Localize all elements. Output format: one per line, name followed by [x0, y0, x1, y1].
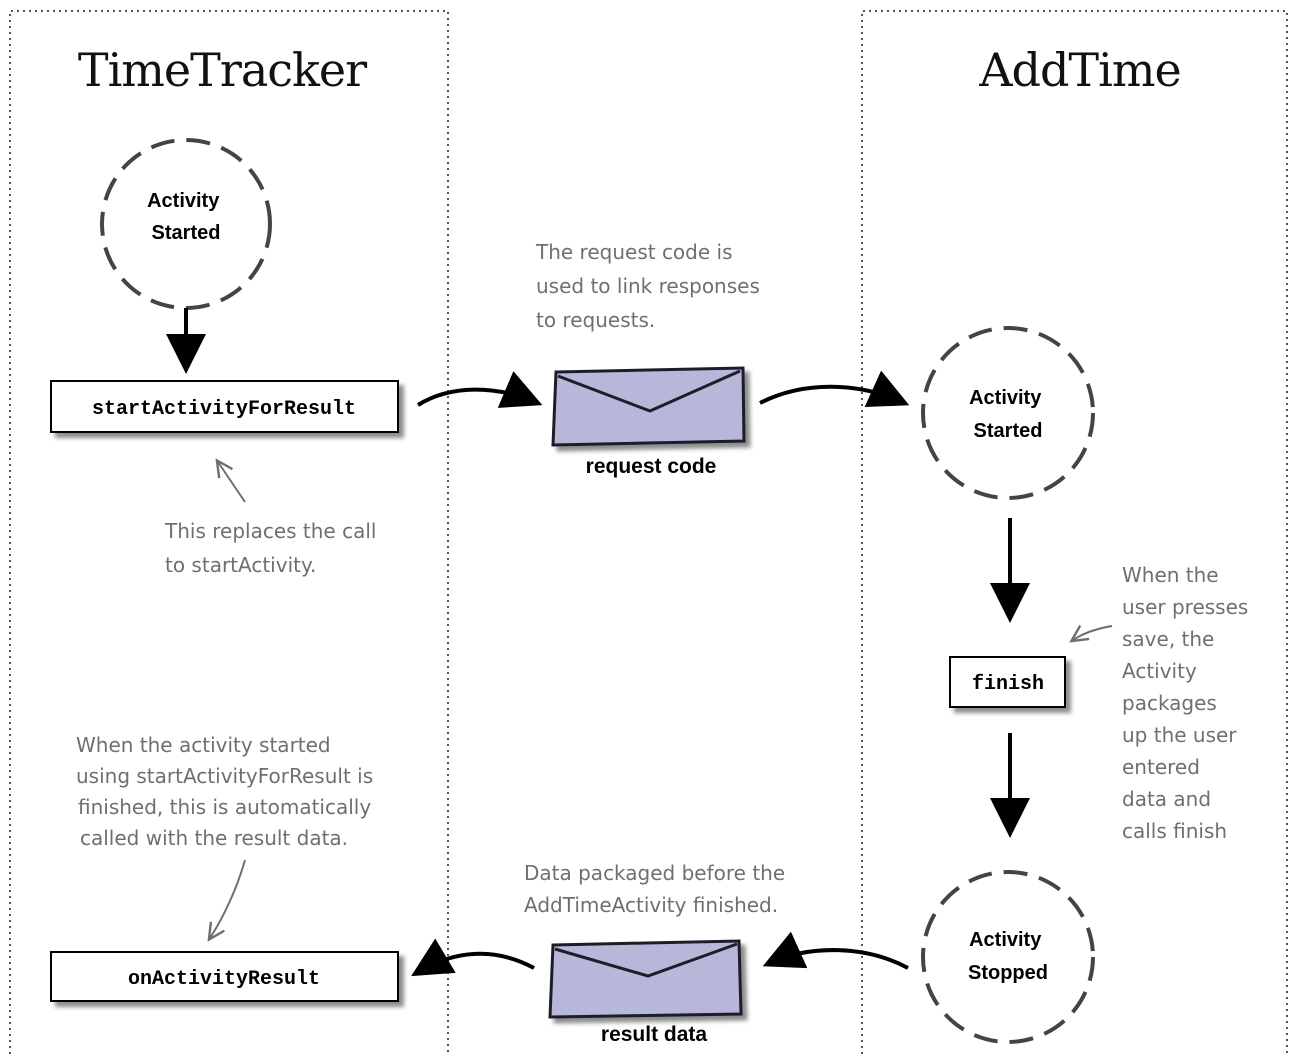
- note-save-line6: up the user: [1122, 723, 1237, 747]
- note-save-line2: user presses: [1122, 595, 1248, 619]
- note-replaces-call-line1: This replaces the call: [164, 519, 376, 543]
- note-save-line9: calls finish: [1122, 819, 1227, 843]
- note-save-line5: packages: [1122, 691, 1217, 715]
- finish-label: finish: [972, 673, 1044, 696]
- at-stop-line1: Activity: [969, 929, 1042, 951]
- note-save-line1: When the: [1122, 563, 1219, 587]
- at-start-line1: Activity: [969, 387, 1042, 409]
- note-save-line7: entered: [1122, 755, 1200, 779]
- arrow-sfr-to-request: [416, 371, 543, 408]
- start-for-result-box: startActivityForResult: [50, 380, 399, 433]
- note-request-code-line2: used to link responses: [536, 274, 760, 298]
- request-envelope: request code: [551, 366, 746, 478]
- result-envelope: result data: [548, 939, 743, 1046]
- note-on-result-line2: using startActivityForResult is: [76, 764, 373, 788]
- at-stop-line2: Stopped: [968, 962, 1048, 984]
- lane-borders: [9, 10, 1288, 1054]
- left-lane-title: TimeTracker: [78, 43, 367, 97]
- finish-box: finish: [949, 656, 1066, 708]
- svg-text:Activity Started: Activity Started: [969, 387, 1047, 442]
- note-save-line3: save, the: [1122, 627, 1214, 651]
- right-lane-title: AddTime: [978, 43, 1180, 97]
- note-data-packaged-line1: Data packaged before the: [524, 861, 785, 885]
- svg-text:Activity Started: Activity Started: [147, 190, 225, 244]
- note-on-result-line4: called with the result data.: [80, 826, 348, 850]
- tt-activity-started-node: Activity Started: [100, 138, 272, 310]
- right-lane-border: [861, 10, 1288, 1054]
- left-lane-border: [9, 10, 449, 1054]
- request-envelope-label: request code: [586, 455, 717, 478]
- note-request-code: The request code is used to link respons…: [535, 240, 766, 332]
- note-replaces-call: This replaces the call to startActivity.: [164, 519, 383, 577]
- note-user-presses-save: When the user presses save, the Activity…: [1122, 563, 1255, 843]
- result-envelope-label: result data: [601, 1023, 708, 1046]
- note-on-result-line3: finished, this is automatically: [78, 795, 371, 819]
- pointer-replaces-call: [218, 462, 246, 503]
- tt-start-line2: Started: [152, 222, 221, 244]
- at-activity-started-node: Activity Started: [921, 326, 1095, 500]
- note-data-packaged-line2: AddTimeActivity finished.: [524, 893, 778, 917]
- note-on-result: When the activity started using startAct…: [76, 733, 380, 850]
- note-save-line8: data and: [1122, 787, 1211, 811]
- note-request-code-line1: The request code is: [535, 240, 733, 264]
- on-activity-result-label: onActivityResult: [128, 968, 320, 991]
- note-request-code-line3: to requests.: [536, 308, 655, 332]
- svg-text:Activity Stopped: Activity Stopped: [968, 929, 1048, 984]
- at-activity-stopped-node: Activity Stopped: [921, 870, 1095, 1044]
- note-on-result-line1: When the activity started: [76, 733, 331, 757]
- arrow-result-to-oar: [411, 938, 535, 977]
- arrow-stop-to-result: [762, 931, 909, 970]
- start-for-result-label: startActivityForResult: [92, 398, 356, 421]
- pointer-user-presses-save: [1073, 626, 1113, 640]
- on-activity-result-box: onActivityResult: [50, 951, 399, 1002]
- note-save-line4: Activity: [1122, 659, 1197, 683]
- pointer-on-result: [210, 859, 246, 938]
- at-start-line2: Started: [974, 420, 1043, 442]
- note-replaces-call-line2: to startActivity.: [165, 553, 316, 577]
- tt-start-line1: Activity: [147, 190, 220, 212]
- note-data-packaged: Data packaged before the AddTimeActivity…: [524, 861, 792, 917]
- arrow-request-to-at-start: [759, 370, 910, 408]
